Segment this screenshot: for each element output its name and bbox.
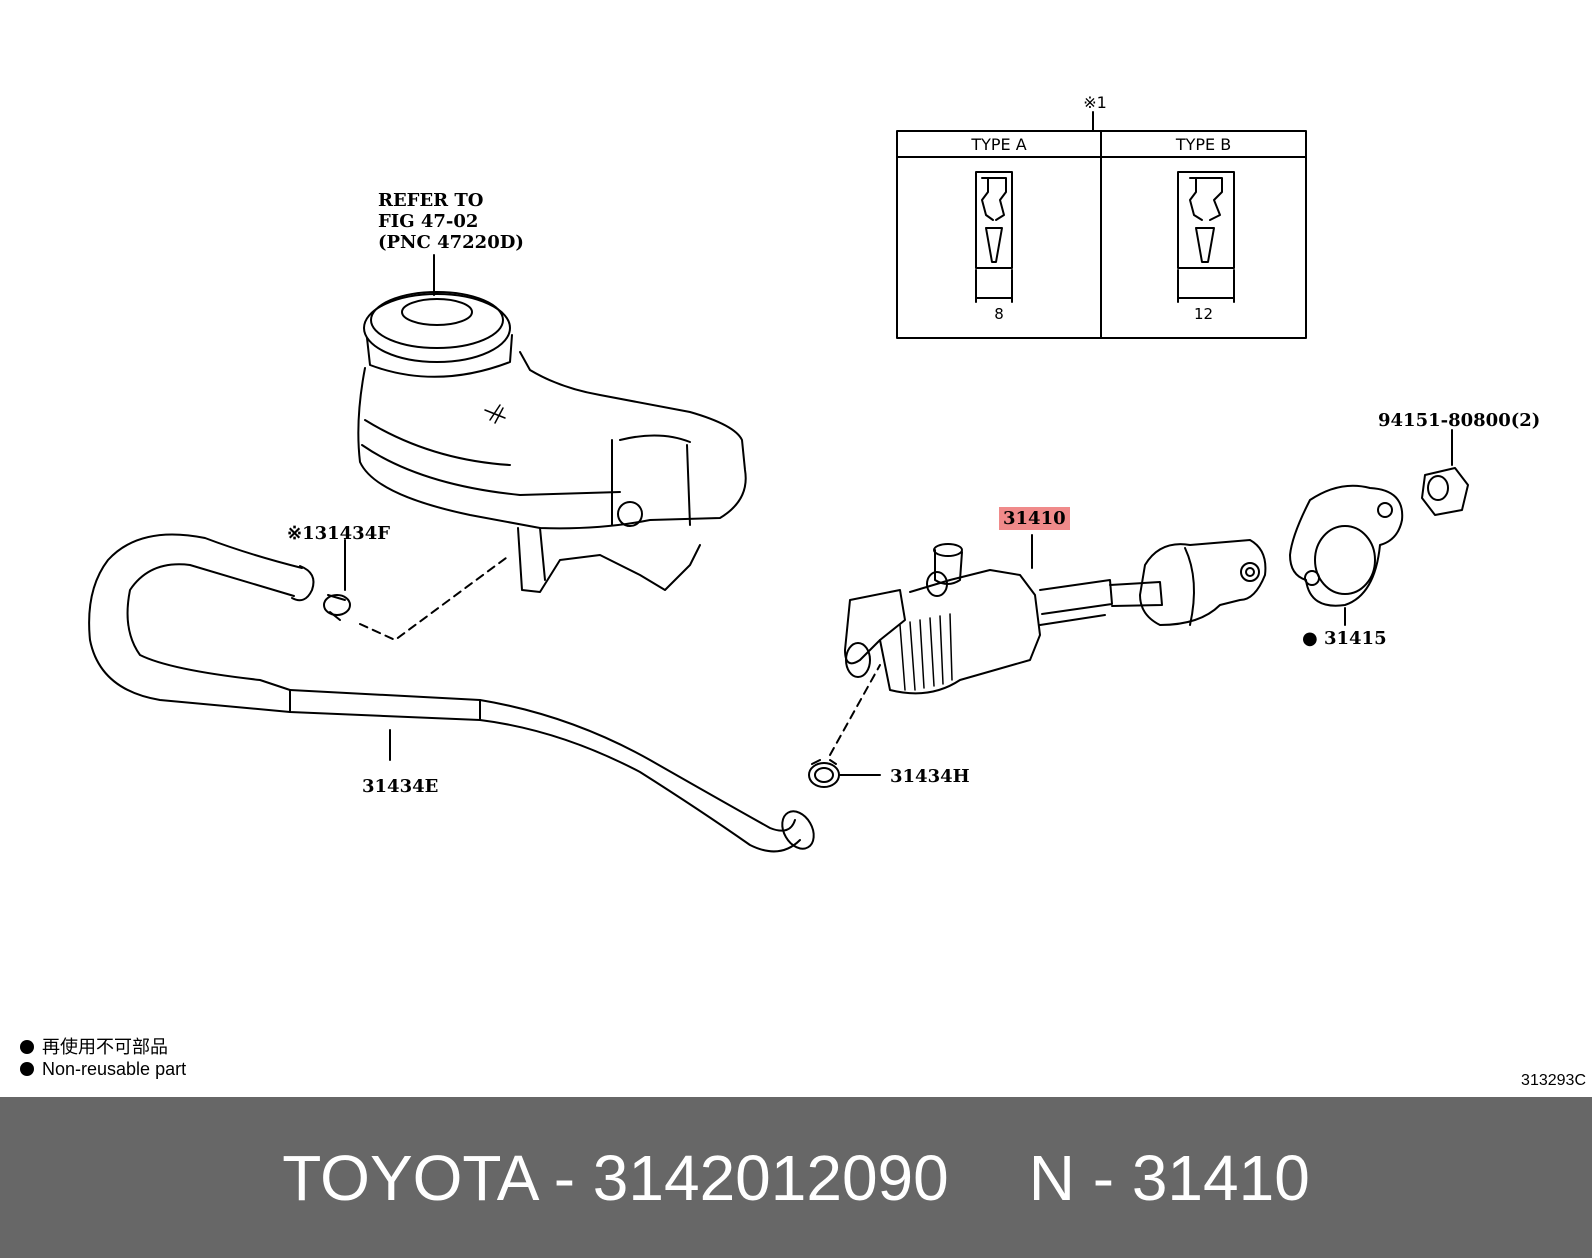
diagram-reference-code: 313293C [1521, 1072, 1586, 1089]
type-a-dimension: 8 [994, 305, 1004, 323]
type-b-header: TYPE B [1175, 135, 1232, 154]
footer-brand-part-number: TOYOTA - 3142012090 [282, 1141, 949, 1214]
legend-jp-text: 再使用不可部品 [42, 1037, 168, 1057]
master-cylinder-label: 31410 [999, 507, 1070, 530]
footer-catalog-number: N - 31410 [1028, 1141, 1310, 1214]
nut-drawing [1421, 429, 1469, 516]
type-a-header: TYPE A [971, 135, 1027, 154]
hose-drawing [88, 533, 815, 853]
diagram-drawing [88, 111, 1469, 853]
bullet-icon [20, 1040, 34, 1054]
master-cylinder-drawing [844, 534, 1267, 695]
legend-jp: 再使用不可部品 [20, 1033, 168, 1059]
reservoir-ref-line-2: FIG 47-02 [378, 211, 479, 232]
clip-f-label: ※131434F [287, 523, 391, 544]
bullet-icon [20, 1062, 34, 1076]
footer-banner: TOYOTA - 3142012090 N - 31410 [0, 1097, 1592, 1258]
clip-h-label: 31434H [890, 766, 970, 787]
legend-en-text: Non-reusable part [42, 1059, 187, 1079]
reservoir-ref-line-3: (PNC 47220D) [378, 232, 524, 253]
clip-h-drawing [808, 664, 881, 788]
clip-f-drawing [323, 539, 511, 641]
nut-label: 94151-80800(2) [1378, 410, 1541, 431]
type-b-dimension: 12 [1193, 305, 1214, 323]
parts-diagram: REFER TO FIG 47-02 (PNC 47220D) ※131434F… [20, 93, 1586, 1089]
gasket-drawing [1289, 484, 1404, 626]
gasket-label: ● 31415 [1302, 628, 1387, 649]
type-table-title: ※1 [1083, 93, 1107, 112]
type-table-drawing [896, 111, 1307, 339]
reservoir-reference-label: REFER TO FIG 47-02 (PNC 47220D) [378, 190, 524, 253]
hose-label: 31434E [362, 776, 439, 797]
reservoir-ref-line-1: REFER TO [378, 190, 484, 211]
legend-en: Non-reusable part [20, 1059, 186, 1080]
reservoir-drawing [357, 254, 747, 593]
